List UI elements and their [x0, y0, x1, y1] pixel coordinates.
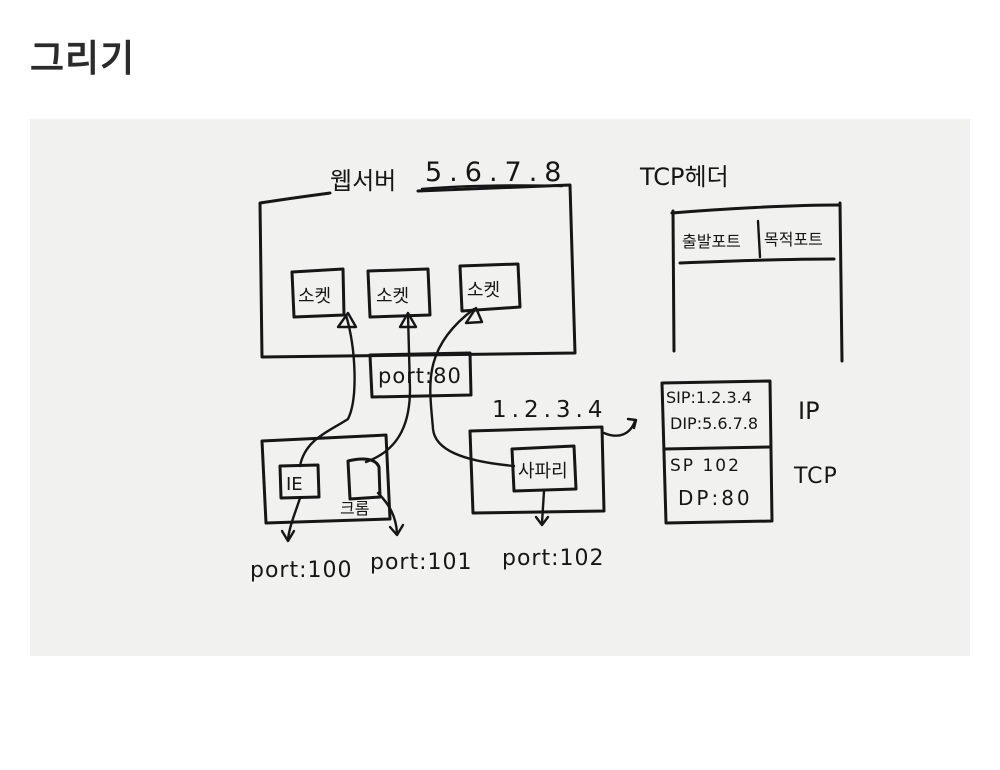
socket-box-3: 소켓	[458, 262, 522, 313]
client-box: IE 크롬	[260, 433, 392, 525]
page-title: 그리기	[30, 37, 136, 80]
web-server-label: 웹서버	[330, 167, 396, 195]
tcp-header-diagram: TCP헤더 출발포트 목적포트	[639, 163, 844, 363]
ie-label: IE	[286, 474, 303, 495]
drawing-canvas: 웹서버 5.6.7.8 소켓 소켓 소켓 port:80 IE 크롬	[30, 119, 970, 656]
safari-box	[510, 444, 578, 493]
packet-diagram: SIP:1.2.3.4 DIP:5.6.7.8 SP 102 DP:80 IP …	[660, 379, 838, 525]
chrome-box	[346, 457, 382, 501]
chrome-label: 크롬	[340, 499, 369, 518]
connection-lines	[286, 307, 637, 541]
server-port-label: port:80	[378, 364, 462, 388]
ie-port-label: port:100	[250, 558, 353, 583]
tcp-src-port-label: 출발포트	[682, 232, 741, 251]
packet-sp: SP 102	[670, 456, 741, 476]
server-port-box: port:80	[368, 351, 473, 399]
packet-dp: DP:80	[678, 486, 753, 510]
tcp-dst-port-label: 목적포트	[764, 230, 823, 249]
packet-ip-label: IP	[798, 397, 820, 425]
socket-label: 소켓	[298, 286, 331, 307]
tcp-header-title: TCP헤더	[639, 163, 729, 191]
packet-sip: SIP:1.2.3.4	[666, 388, 752, 407]
client-ip: 1.2.3.4	[492, 397, 607, 423]
arrowheads	[280, 306, 638, 543]
safari-client-box: 1.2.3.4 사파리	[468, 397, 607, 515]
web-server-box: 웹서버 5.6.7.8	[258, 157, 577, 359]
network-sketch: 웹서버 5.6.7.8 소켓 소켓 소켓 port:80 IE 크롬	[250, 157, 844, 583]
socket-label: 소켓	[467, 280, 500, 301]
socket-box-2: 소켓	[366, 267, 432, 319]
safari-label: 사파리	[518, 461, 568, 482]
web-server-ip: 5.6.7.8	[425, 157, 568, 188]
socket-box-1: 소켓	[290, 267, 346, 319]
packet-tcp-label: TCP	[793, 464, 838, 489]
ie-box	[278, 463, 321, 500]
safari-port-label: port:102	[502, 546, 605, 571]
socket-label: 소켓	[376, 286, 409, 307]
packet-dip: DIP:5.6.7.8	[670, 414, 758, 433]
chrome-port-label: port:101	[370, 550, 473, 575]
